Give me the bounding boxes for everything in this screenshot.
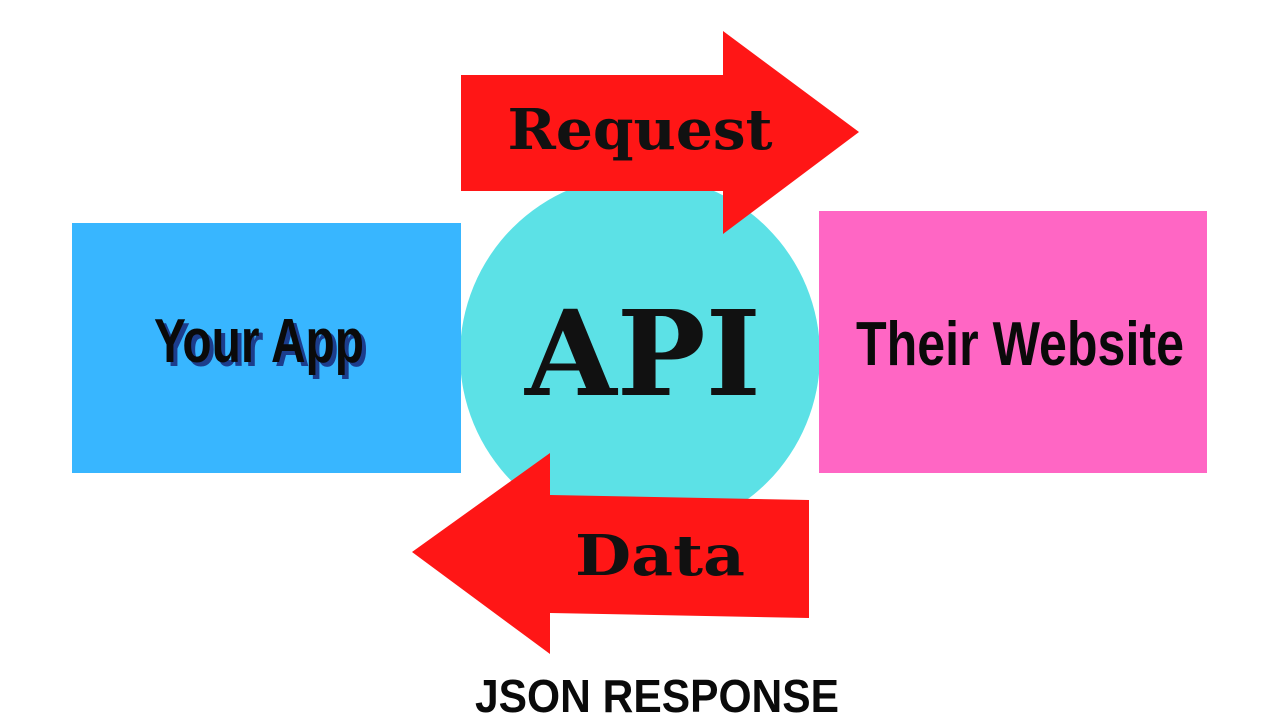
data-arrow	[412, 453, 809, 654]
request-label: Request	[508, 97, 773, 163]
request-arrow	[461, 31, 859, 234]
data-label: Data	[575, 523, 745, 589]
json-response-caption: JSON RESPONSE	[475, 670, 839, 721]
api-circle	[460, 175, 820, 535]
your-app-label-shadow: Your App	[158, 311, 368, 380]
their-website-label: Their Website	[856, 310, 1184, 379]
your-app-label: Your App	[154, 307, 364, 376]
their-website-box	[819, 211, 1207, 473]
your-app-box	[72, 223, 461, 473]
api-label: API	[524, 284, 761, 423]
